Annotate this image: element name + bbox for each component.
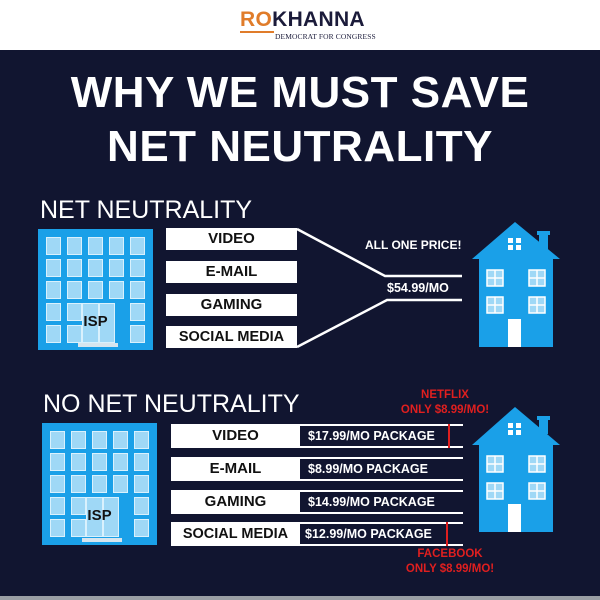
service-label-gaming: GAMING bbox=[166, 294, 297, 316]
logo-last-name: KHANNA bbox=[272, 8, 365, 31]
section-heading-net-neutrality: NET NEUTRALITY bbox=[40, 196, 253, 224]
netflix-price-note: NETFLIX ONLY $8.99/MO! bbox=[380, 388, 510, 418]
page-title-line1: WHY WE MUST SAVE bbox=[70, 68, 530, 117]
service-label-email: E-MAIL bbox=[166, 261, 297, 283]
office-building-icon: ISP bbox=[42, 423, 157, 545]
header-bar bbox=[0, 0, 600, 50]
package-price: $12.99/MO PACKAGE bbox=[300, 524, 455, 544]
bundle-price: $54.99/MO bbox=[387, 281, 449, 295]
package-row-gaming: GAMING $14.99/MO PACKAGE bbox=[171, 490, 463, 514]
service-label-social-media: SOCIAL MEDIA bbox=[166, 326, 297, 348]
logo-tagline: DEMOCRAT FOR CONGRESS bbox=[275, 32, 376, 41]
netflix-price-marker bbox=[448, 424, 450, 448]
netflix-note-price: ONLY $8.99/MO! bbox=[400, 404, 490, 416]
package-row-video: VIDEO $17.99/MO PACKAGE bbox=[171, 424, 463, 448]
page-title-line2: NET NEUTRALITY bbox=[107, 122, 493, 171]
package-price: $8.99/MO PACKAGE bbox=[300, 459, 455, 479]
building-steps bbox=[82, 538, 122, 542]
service-label-video: VIDEO bbox=[166, 228, 297, 250]
isp-label: ISP bbox=[87, 507, 112, 524]
isp-label: ISP bbox=[83, 313, 108, 330]
building-steps bbox=[78, 343, 118, 347]
section-heading-no-net-neutrality: NO NET NEUTRALITY bbox=[43, 390, 300, 418]
footer-strip bbox=[0, 596, 600, 600]
building-entrance bbox=[86, 497, 119, 537]
office-building-icon: ISP bbox=[38, 229, 153, 350]
package-service-label: VIDEO bbox=[171, 424, 300, 448]
building-entrance bbox=[82, 303, 115, 343]
all-one-price-callout: ALL ONE PRICE! bbox=[365, 238, 462, 252]
package-price: $14.99/MO PACKAGE bbox=[300, 492, 455, 512]
package-service-label: E-MAIL bbox=[171, 457, 300, 481]
house-icon bbox=[472, 407, 560, 532]
facebook-price-marker bbox=[446, 522, 448, 546]
logo-first-name: RO bbox=[240, 8, 273, 31]
logo-wordmark: ROKHANNA bbox=[240, 9, 370, 31]
package-service-label: SOCIAL MEDIA bbox=[171, 522, 300, 546]
netflix-note-title: NETFLIX bbox=[421, 389, 469, 401]
package-row-social-media: SOCIAL MEDIA $12.99/MO PACKAGE bbox=[171, 522, 463, 546]
facebook-note-price: ONLY $8.99/MO! bbox=[405, 563, 495, 575]
house-icon bbox=[472, 222, 560, 347]
facebook-note-title: FACEBOOK bbox=[417, 548, 483, 560]
package-row-email: E-MAIL $8.99/MO PACKAGE bbox=[171, 457, 463, 481]
logo-underline bbox=[240, 31, 274, 33]
package-service-label: GAMING bbox=[171, 490, 300, 514]
package-price: $17.99/MO PACKAGE bbox=[300, 426, 455, 446]
facebook-price-note: FACEBOOK ONLY $8.99/MO! bbox=[385, 547, 515, 577]
campaign-logo: ROKHANNA DEMOCRAT FOR CONGRESS bbox=[240, 9, 376, 43]
